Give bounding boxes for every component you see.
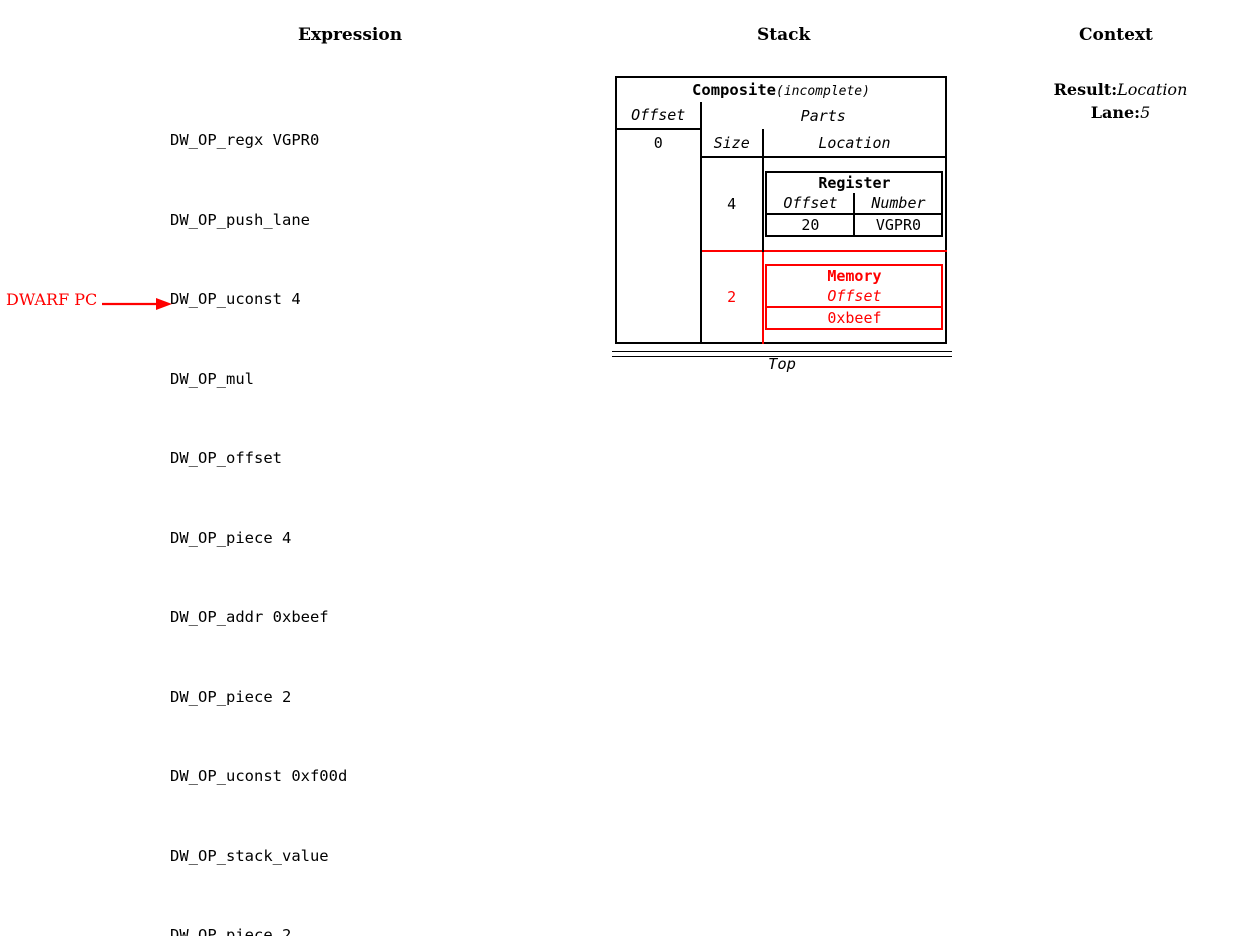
memory-title-row: Memory [766, 265, 942, 286]
composite-title-qualifier: (incomplete) [776, 84, 870, 99]
part-size: 4 [700, 157, 764, 251]
expression-line: DW_OP_mul [170, 369, 254, 388]
expression-line: DW_OP_piece 4 [170, 528, 292, 547]
composite-header-row: Offset Parts [616, 102, 946, 130]
dwarf-pc-marker: DWARF PC [6, 290, 172, 318]
memory-kind: Memory [827, 266, 882, 285]
arrow-right-icon [102, 298, 172, 310]
register-number-value: VGPR0 [875, 215, 922, 234]
composite-title: Composite [692, 81, 777, 99]
context-value: Location [1117, 80, 1188, 99]
composite-subheader-row: 0 Size Location [616, 129, 946, 343]
memory-header-row: Offset [766, 285, 943, 308]
expression-line: DW_OP_regx VGPR0 [170, 131, 320, 149]
memory-location: Memory Offset 0xbeef [765, 263, 944, 330]
context-value: 5 [1140, 103, 1151, 122]
memory-offset-value: 0xbeef [827, 308, 882, 327]
expression-line: DW_OP_push_lane [170, 210, 310, 229]
context-key: Lane: [1090, 103, 1141, 122]
stack-top-rule [612, 351, 952, 357]
expression-listing: DW_OP_regx VGPR0 DW_OP_push_lane DW_OP_u… [170, 74, 347, 936]
stack-diagram: Composite(incomplete) Offset Parts 0 Siz… [615, 76, 949, 344]
offset-header: Offset [616, 102, 702, 130]
memory-offset-header: Offset [766, 285, 943, 308]
register-offset-value: 20 [766, 213, 856, 236]
expression-line: DW_OP_addr 0xbeef [170, 608, 329, 626]
memory-value-row: 0xbeef [766, 307, 942, 329]
context-key: Result: [1053, 80, 1118, 99]
column-header-context: Context [1079, 25, 1153, 45]
composite-title-cell: Composite(incomplete) [616, 77, 946, 102]
column-header-expression: Expression [298, 25, 403, 45]
context-row-result: Result:Location [1000, 78, 1241, 101]
size-header: Size [700, 129, 764, 158]
composite-stack-entry: Composite(incomplete) Offset Parts 0 Siz… [615, 76, 947, 344]
register-header-row: Offset Number [766, 192, 943, 215]
register-title-row: Register [766, 172, 942, 193]
part-location: Register Offset Number 20 VGPR0 [763, 157, 946, 251]
expression-line: DW_OP_stack_value [170, 846, 329, 865]
parts-header: Parts [800, 106, 846, 125]
location-header: Location [762, 129, 946, 158]
stack-part-row-highlighted: 2 Memory Offset 0xbeef [616, 250, 946, 343]
composite-title-row: Composite(incomplete) [616, 77, 946, 102]
stack-part-row: 4 Register Offset Number [616, 157, 946, 251]
expression-line: DW_OP_piece 2 [170, 926, 292, 936]
register-offset-header: Offset [766, 192, 856, 215]
register-value-row: 20 VGPR0 [766, 213, 942, 236]
expression-line-current-pc: DW_OP_uconst 0xf00d [170, 767, 348, 785]
expression-line: DW_OP_uconst 4 [170, 290, 301, 308]
context-row-lane: Lane:5 [1000, 101, 1241, 124]
column-header-stack: Stack [757, 25, 811, 45]
part-location: Memory Offset 0xbeef [762, 250, 946, 343]
stack-top-label: Top [768, 355, 796, 373]
register-location: Register Offset Number 20 VGPR0 [765, 170, 944, 237]
part-size: 2 [700, 250, 764, 343]
register-number-header: Number [854, 192, 943, 215]
expression-line: DW_OP_piece 2 [170, 687, 292, 706]
offset-value: 0 [616, 129, 702, 343]
context-values: Result:Location Lane:5 [1000, 78, 1241, 124]
expression-line: DW_OP_offset [170, 449, 282, 467]
register-kind: Register [818, 173, 891, 192]
dwarf-pc-label: DWARF PC [6, 290, 98, 309]
